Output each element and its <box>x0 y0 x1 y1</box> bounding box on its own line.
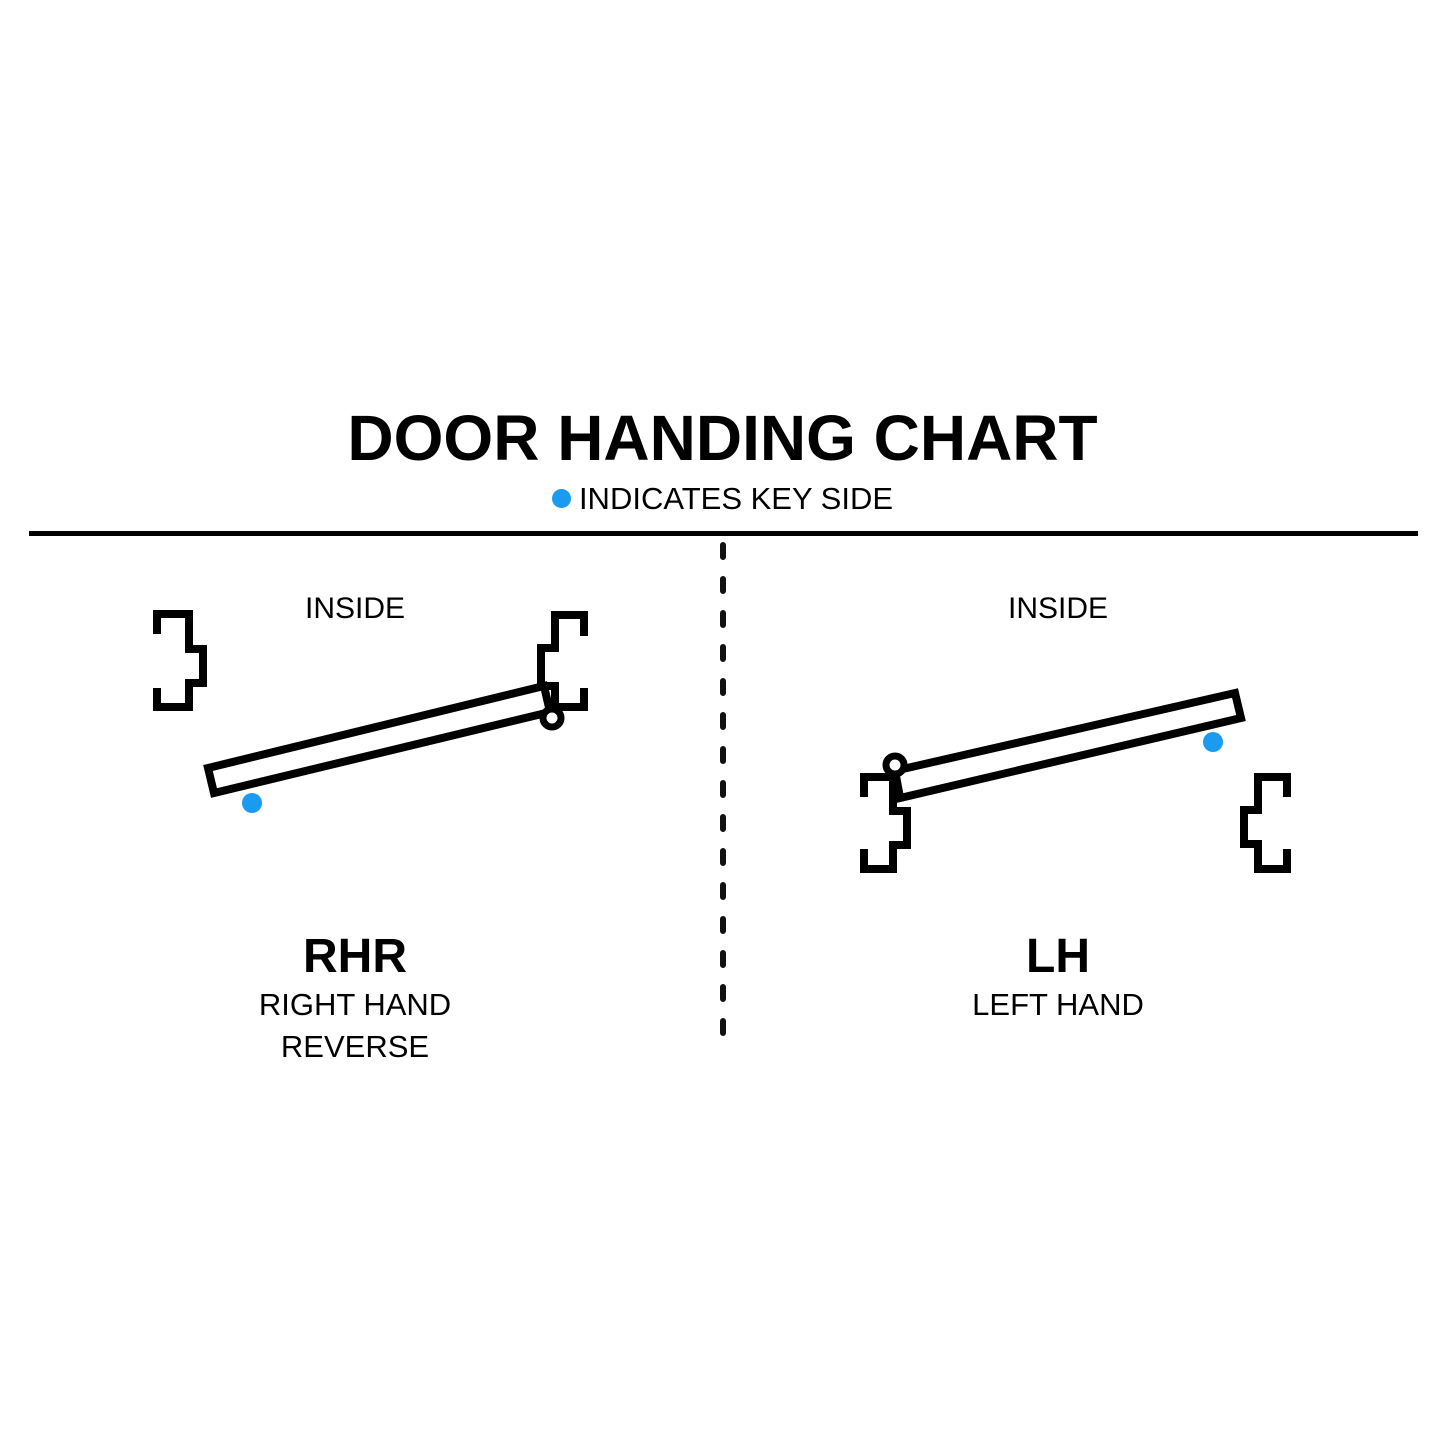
rhr-name-line2: REVERSE <box>280 1029 430 1064</box>
lh-diagram <box>860 688 1291 873</box>
rhr-key-side-dot-icon <box>242 793 262 813</box>
lh-left-jamb-icon <box>860 773 911 873</box>
lh-key-side-dot-icon <box>1203 732 1223 752</box>
rhr-hinge-icon <box>539 705 565 731</box>
lh-code: LH <box>1026 930 1090 983</box>
key-side-dot-icon <box>551 489 571 509</box>
rhr-name-line1: RIGHT HAND <box>258 987 452 1022</box>
rhr-code: RHR <box>303 930 407 983</box>
lh-right-jamb-icon <box>1240 773 1291 873</box>
chart-title: DOOR HANDING CHART <box>347 402 1098 474</box>
rhr-left-jamb-icon <box>153 610 207 711</box>
rhr-right-jamb-icon <box>537 611 588 711</box>
legend: INDICATES KEY SIDE <box>0 480 1445 518</box>
lh-inside-label: INSIDE <box>1007 592 1109 625</box>
horizontal-divider <box>29 531 1418 536</box>
rhr-inside-label: INSIDE <box>304 592 406 625</box>
lh-door-leaf <box>889 688 1246 803</box>
lh-name-line1: LEFT HAND <box>972 987 1144 1022</box>
rhr-diagram <box>153 610 588 813</box>
legend-text: INDICATES KEY SIDE <box>578 481 894 516</box>
rhr-door-leaf <box>203 681 555 798</box>
lh-hinge-icon <box>882 752 908 778</box>
